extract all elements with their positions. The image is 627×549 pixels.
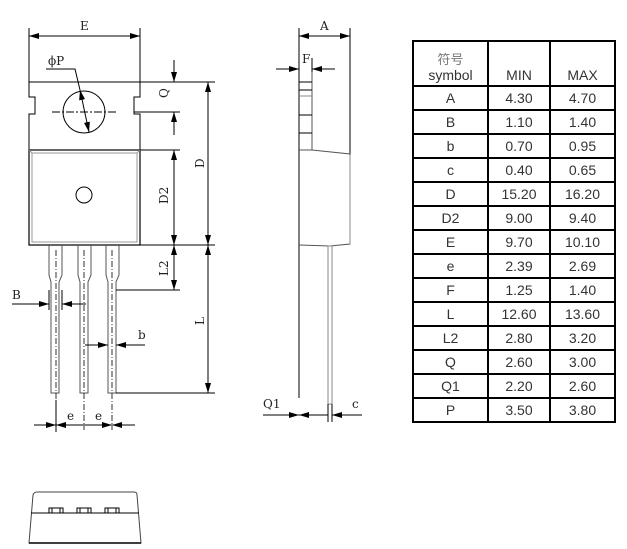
- cell-max: 16.20: [549, 181, 616, 207]
- leads: [48, 245, 120, 430]
- cell-max: 2.69: [549, 253, 616, 279]
- cell-min: 1.25: [487, 277, 551, 303]
- label-B: B: [12, 288, 21, 302]
- cell-min: 12.60: [487, 301, 551, 327]
- cell-min: 3.50: [487, 397, 551, 423]
- header-min: MIN: [487, 40, 551, 87]
- cell-symbol: c: [412, 157, 489, 183]
- header-symbol-cn: 符号: [437, 52, 464, 67]
- cell-symbol: D2: [412, 205, 489, 231]
- cell-min: 2.20: [487, 373, 551, 399]
- label-Q1: Q1: [263, 397, 280, 411]
- cell-max: 13.60: [549, 301, 616, 327]
- cell-min: 0.70: [487, 133, 551, 159]
- mounting-tab: [28, 81, 141, 151]
- cell-max: 0.65: [549, 157, 616, 183]
- cell-max: 3.80: [549, 397, 616, 423]
- label-c: c: [352, 397, 359, 411]
- cell-max: 10.10: [549, 229, 616, 255]
- bottom-view: [28, 491, 142, 544]
- cell-symbol: L2: [412, 325, 489, 351]
- cell-max: 1.40: [549, 277, 616, 303]
- cell-symbol: L: [412, 301, 489, 327]
- cell-symbol: E: [412, 229, 489, 255]
- cell-max: 3.00: [549, 349, 616, 375]
- ejector-pin-mark: [75, 186, 93, 204]
- table-header-row: 符号 symbol MIN MAX: [412, 40, 616, 87]
- cell-symbol: A: [412, 85, 489, 111]
- label-L: L: [193, 317, 207, 325]
- package-body: [28, 149, 141, 246]
- cell-symbol: b: [412, 133, 489, 159]
- label-e1: e: [67, 409, 74, 423]
- label-F: F: [302, 52, 310, 66]
- label-phiP: ϕP: [48, 54, 64, 68]
- cell-symbol: P: [412, 397, 489, 423]
- cell-symbol: B: [412, 109, 489, 135]
- label-E: E: [80, 19, 89, 33]
- cell-min: 2.60: [487, 349, 551, 375]
- label-A: A: [319, 19, 329, 33]
- side-view: [263, 28, 362, 422]
- header-max: MAX: [549, 40, 616, 87]
- pin-stub-3: [104, 507, 120, 514]
- cell-min: 9.70: [487, 229, 551, 255]
- cell-symbol: e: [412, 253, 489, 279]
- label-e2: e: [95, 409, 102, 423]
- pin-stub-1: [48, 507, 64, 514]
- pin-stub-2: [76, 507, 92, 514]
- cell-min: 0.40: [487, 157, 551, 183]
- front-view: [12, 28, 215, 432]
- cell-min: 4.30: [487, 85, 551, 111]
- cell-max: 4.70: [549, 85, 616, 111]
- label-L2: L2: [157, 260, 171, 276]
- cell-symbol: Q: [412, 349, 489, 375]
- cell-max: 2.60: [549, 373, 616, 399]
- cell-symbol: F: [412, 277, 489, 303]
- cell-max: 0.95: [549, 133, 616, 159]
- cell-min: 2.39: [487, 253, 551, 279]
- label-D2: D2: [157, 187, 171, 204]
- label-D: D: [193, 158, 207, 168]
- header-symbol: 符号 symbol: [412, 40, 489, 87]
- cell-symbol: D: [412, 181, 489, 207]
- cell-min: 15.20: [487, 181, 551, 207]
- cell-min: 1.10: [487, 109, 551, 135]
- cell-min: 2.80: [487, 325, 551, 351]
- label-Q: Q: [157, 88, 171, 98]
- header-symbol-en: symbol: [428, 67, 473, 83]
- cell-max: 1.40: [549, 109, 616, 135]
- label-b: b: [138, 328, 146, 342]
- cell-max: 9.40: [549, 205, 616, 231]
- cell-min: 9.00: [487, 205, 551, 231]
- cell-max: 3.20: [549, 325, 616, 351]
- cell-symbol: Q1: [412, 373, 489, 399]
